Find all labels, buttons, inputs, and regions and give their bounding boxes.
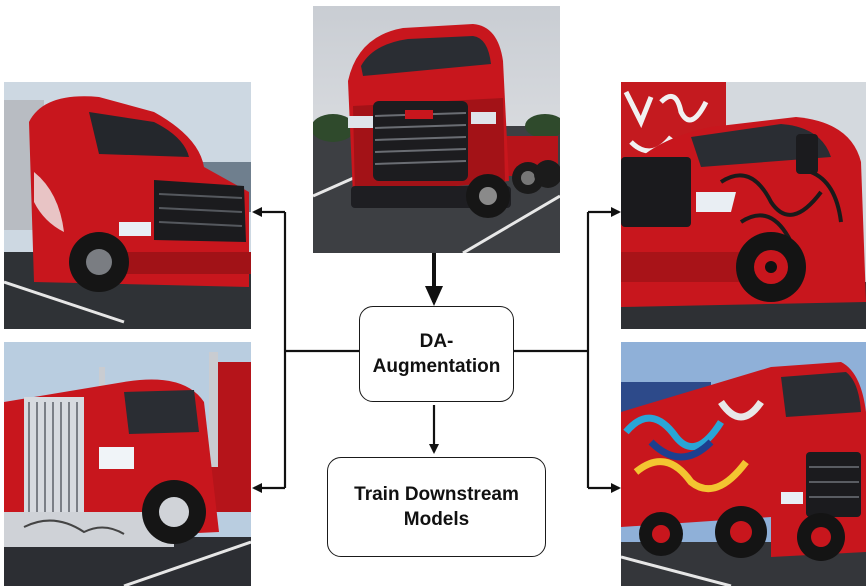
train-downstream-label: Train Downstream Models: [354, 484, 519, 530]
train-downstream-node: Train Downstream Models: [327, 457, 546, 557]
red-semi-truck-photo-icon: [4, 342, 251, 586]
augmentation-node: DA- Augmentation: [359, 306, 514, 402]
right-top-truck-image: [621, 82, 866, 329]
right-bottom-truck-image: [621, 342, 866, 586]
red-semi-truck-photo-icon: [313, 6, 560, 253]
augmentation-label: DA- Augmentation: [372, 331, 501, 377]
graffiti-red-truck-photo-icon: [621, 82, 866, 329]
source-truck-image: [313, 6, 560, 253]
graffiti-red-truck-photo-icon: [621, 342, 866, 586]
red-semi-truck-photo-icon: [4, 82, 251, 329]
left-bottom-truck-image: [4, 342, 251, 586]
left-top-truck-image: [4, 82, 251, 329]
